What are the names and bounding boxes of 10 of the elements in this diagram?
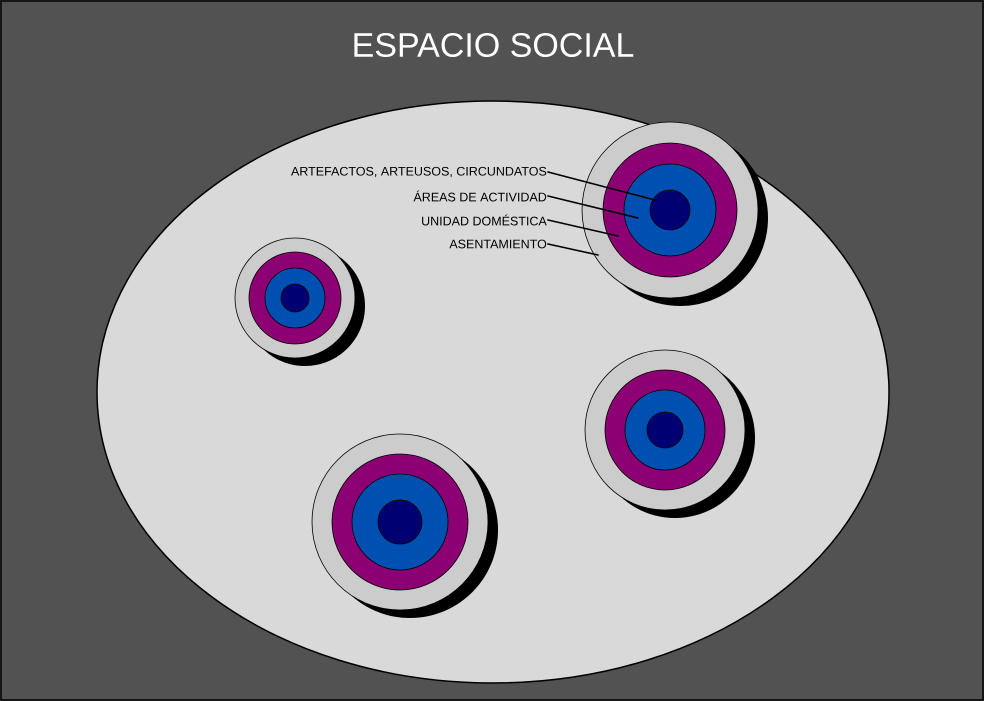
leader-line [547, 171, 656, 201]
ring [650, 190, 690, 230]
ring-label: ASENTAMIENTO [449, 240, 546, 248]
leader-line [547, 219, 619, 237]
title: ESPACIO SOCIAL [354, 32, 634, 58]
ring-label: UNIDAD DOMÉSTICA [422, 214, 547, 226]
ring-label: ÁREAS DE ACTIVIDAD [413, 190, 546, 202]
leader-line [547, 195, 639, 219]
leader-line [547, 243, 599, 256]
ring-label: ARTEFACTOS, ARTEUSOS, CIRCUNDATOS [291, 166, 546, 178]
